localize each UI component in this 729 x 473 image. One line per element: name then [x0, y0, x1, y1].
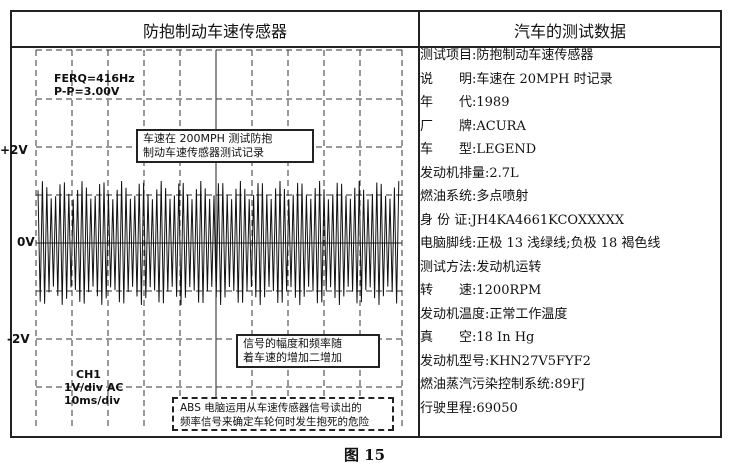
data-row: 测试方法:发动机运转 — [420, 259, 542, 275]
figure-frame: 防抱制动车速传感器 汽车的测试数据 — [10, 10, 722, 438]
signal-waveform — [37, 180, 400, 306]
channel-label: CH1 — [76, 368, 101, 381]
data-row: 发动机排量:2.7L — [420, 165, 519, 181]
volts-per-div: 1V/div AC — [64, 381, 124, 394]
data-row: 说 明:车速在 20MPH 时记录 — [420, 71, 613, 87]
y-label-plus2v: +2V — [0, 143, 28, 157]
peak-to-peak-readout: P-P=3.00V — [54, 85, 120, 98]
test-data-list: 测试项目:防抱制动车速传感器 说 明:车速在 20MPH 时记录 年 代:198… — [420, 44, 710, 420]
figure-caption: 图 15 — [343, 446, 386, 464]
abs-note: ABS 电脑运用从车速传感器信号读出的 频率信号来确定车轮何时发生抱死的危险 — [172, 397, 394, 431]
column-divider — [418, 12, 420, 436]
data-row: 真 空:18 In Hg — [420, 330, 535, 345]
data-row: 转 速:1200RPM — [420, 283, 542, 298]
signal-note: 信号的幅度和频率随 着车速的增加二增加 — [236, 334, 380, 368]
y-label-minus2v: -2V — [7, 332, 30, 346]
data-title: 汽车的测试数据 — [513, 22, 626, 41]
data-row: 电脑脚线:正极 13 浅绿线;负极 18 褐色线 — [420, 236, 661, 251]
data-row: 车 型:LEGEND — [420, 142, 537, 157]
data-row: 厂 牌:ACURA — [420, 118, 526, 134]
data-row: 行驶里程:69050 — [420, 400, 518, 416]
time-per-div: 10ms/div — [64, 394, 121, 407]
data-row: 燃油蒸汽污染控制系统:89FJ — [420, 377, 586, 392]
data-row: 发动机温度:正常工作温度 — [420, 306, 568, 322]
header-divider — [12, 46, 720, 48]
data-row: 年 代:1989 — [420, 95, 510, 110]
data-row: 燃油系统:多点喷射 — [420, 189, 529, 204]
data-row: 发动机型号:KHN27V5FYF2 — [420, 353, 591, 369]
y-label-0v: 0V — [17, 235, 35, 249]
speed-note: 车速在 200MPH 测试防抱 制动车速传感器测试记录 — [136, 129, 314, 163]
oscilloscope-panel: FERQ=416Hz P-P=3.00V 车速在 200MPH 测试防抱 制动车… — [24, 44, 404, 429]
data-row: 身 份 证:JH4KA4661KCOXXXXX — [420, 212, 625, 228]
scope-title: 防抱制动车速传感器 — [142, 22, 287, 41]
scope-grid — [35, 49, 403, 429]
frequency-readout: FERQ=416Hz — [54, 72, 135, 85]
data-row: 测试项目:防抱制动车速传感器 — [420, 48, 594, 63]
